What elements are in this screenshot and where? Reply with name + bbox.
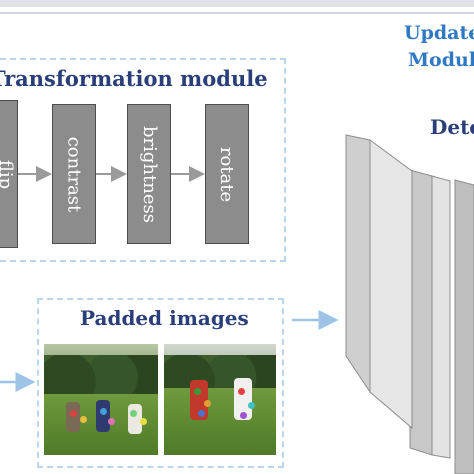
update-module-line1: Update xyxy=(404,22,474,44)
detector-title: Dete xyxy=(430,115,474,139)
update-module-title: Update Module xyxy=(404,20,474,74)
step-rotate: rotate xyxy=(205,104,249,244)
step-contrast: contrast xyxy=(52,104,96,244)
detector-layer-2 xyxy=(409,169,451,459)
top-rule xyxy=(0,12,474,14)
padded-images-title: Padded images xyxy=(80,306,249,330)
detector-layer-3 xyxy=(454,179,474,474)
padded-image-2 xyxy=(164,344,276,455)
step-flip: flip xyxy=(0,100,18,248)
padded-image-1 xyxy=(44,344,158,455)
padded-images-box xyxy=(37,298,284,468)
update-module-line2: Module xyxy=(408,49,474,71)
step-brightness: brightness xyxy=(127,104,171,244)
transformation-module-title: Transformation module xyxy=(0,66,268,91)
detector-layer-1 xyxy=(345,134,413,430)
transformation-module-box xyxy=(0,58,286,262)
top-border xyxy=(0,0,474,7)
